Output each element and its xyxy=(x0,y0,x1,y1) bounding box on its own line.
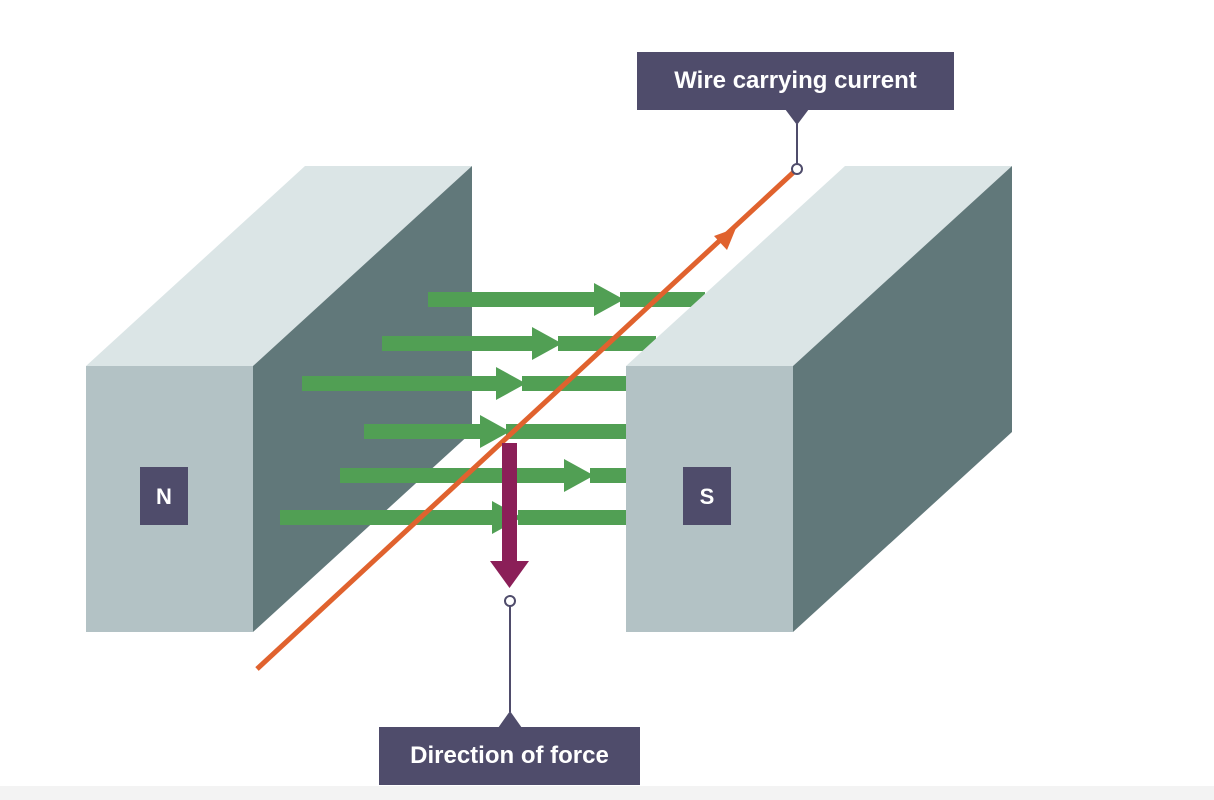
arrow-right-icon xyxy=(564,459,594,492)
south-pole-label: S xyxy=(700,484,715,509)
south-magnet: S xyxy=(626,166,1012,632)
field-line xyxy=(428,283,705,316)
north-pole-badge xyxy=(140,467,188,525)
force-callout: Direction of force xyxy=(379,595,640,785)
current-direction-arrow-icon xyxy=(714,228,736,250)
field-line xyxy=(280,501,628,534)
field-line xyxy=(382,327,656,360)
field-line xyxy=(364,415,628,448)
force-arrow xyxy=(490,443,529,588)
south-magnet-side xyxy=(793,166,1012,632)
arrow-right-icon xyxy=(594,283,624,316)
wire-label-box xyxy=(637,52,954,110)
wire-callout-anchor xyxy=(791,163,803,175)
force-label-box xyxy=(379,727,640,785)
current-wire xyxy=(255,167,799,671)
wire-label: Wire carrying current xyxy=(674,67,917,94)
wire-callout: Wire carrying current xyxy=(637,52,954,175)
north-pole-label: N xyxy=(156,484,172,509)
arrow-right-icon xyxy=(480,415,510,448)
magnetic-field-lines xyxy=(280,283,705,534)
arrow-down-icon xyxy=(490,561,529,588)
force-label: Direction of force xyxy=(410,742,609,769)
north-magnet-top xyxy=(86,166,472,366)
arrow-right-icon xyxy=(532,327,562,360)
arrow-right-icon xyxy=(496,367,526,400)
south-pole-badge xyxy=(683,467,731,525)
north-magnet: N xyxy=(86,166,472,632)
south-magnet-top xyxy=(626,166,1012,366)
field-line xyxy=(302,367,628,400)
wire-line xyxy=(255,167,799,671)
page-footer-strip xyxy=(0,786,1214,800)
force-callout-anchor xyxy=(504,595,516,607)
